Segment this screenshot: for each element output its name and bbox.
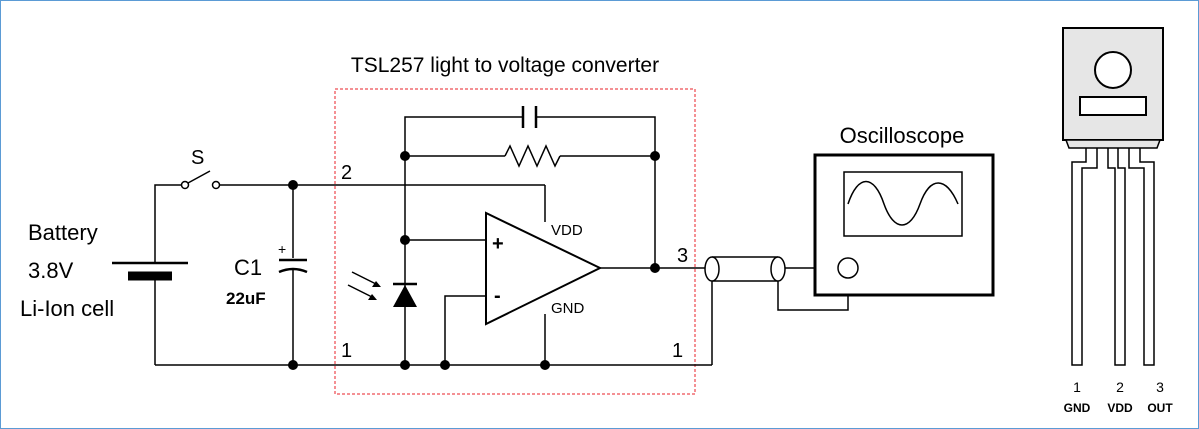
feedback-network [404,106,656,365]
opamp-minus: - [494,285,501,307]
opamp-vdd: VDD [551,222,583,239]
battery-type: Li-Ion cell [20,296,114,321]
pin-1-right-label: 1 [672,340,683,362]
pin-2-label: 2 [341,162,352,184]
package-pin-2-name: VDD [1107,401,1133,415]
diagram-title: TSL257 light to voltage converter [351,54,659,77]
tsl257-package [1062,27,1164,366]
package-pin-3-name: OUT [1147,401,1173,415]
oscilloscope-symbol [813,153,995,297]
battery-wiring [154,184,712,366]
capacitor-value: 22uF [226,289,266,308]
battery-symbol [112,261,188,281]
battery-voltage: 3.8V [28,258,74,283]
capacitor-name: C1 [234,255,262,280]
converter-boundary [334,88,696,395]
package-pin-2-number: 2 [1116,379,1124,395]
junction-dots [288,151,660,370]
capacitor-c1 [278,185,308,365]
switch-label: S [191,147,204,169]
pin-3-label: 3 [677,245,688,267]
pin-1-left-label: 1 [341,340,352,362]
package-pin-1-number: 1 [1073,379,1081,395]
package-pin-3-number: 3 [1156,379,1164,395]
package-pin-1-name: GND [1064,401,1091,415]
photodiode-symbol [347,271,417,307]
battery-label: Battery [28,220,98,245]
opamp-gnd: GND [551,300,585,317]
oscilloscope-label: Oscilloscope [840,123,965,148]
opamp-plus: + [492,233,504,255]
opamp-symbol [405,211,705,365]
switch-symbol [180,170,221,190]
capacitor-polarity: + [278,241,286,257]
